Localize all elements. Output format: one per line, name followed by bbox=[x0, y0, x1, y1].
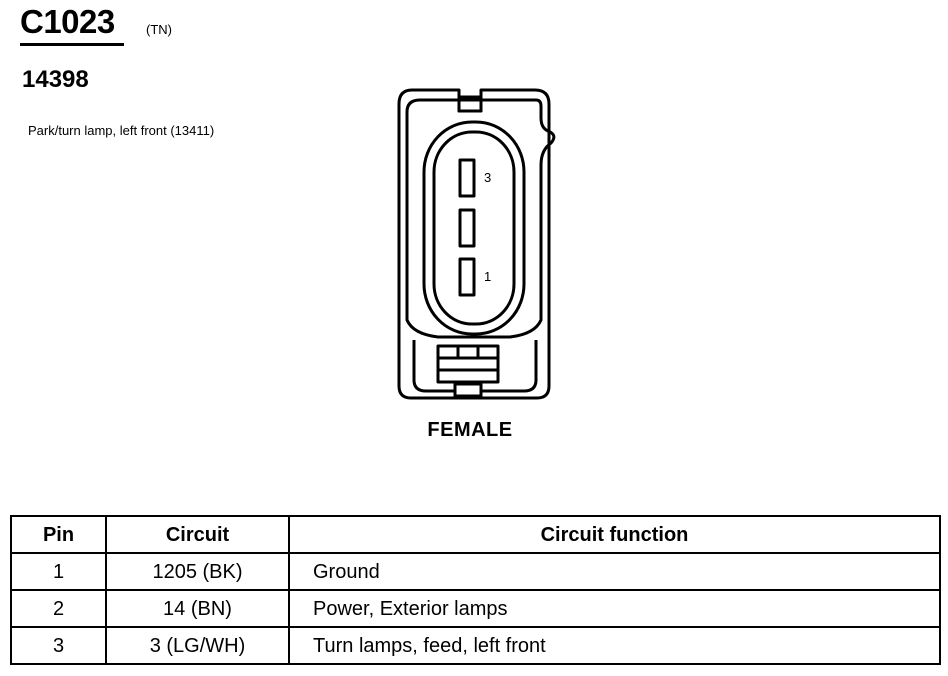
table-row: 3 3 (LG/WH) Turn lamps, feed, left front bbox=[10, 626, 941, 665]
part-number: 14398 bbox=[22, 66, 89, 93]
pin-cavity-1 bbox=[458, 257, 476, 297]
pin-cavity-3 bbox=[458, 158, 476, 198]
cavity-label-3: 3 bbox=[484, 170, 491, 185]
table-row: 1 1205 (BK) Ground bbox=[10, 552, 941, 591]
terminal-shroud-inner bbox=[432, 130, 516, 326]
table-header-row: Pin Circuit Circuit function bbox=[10, 515, 941, 554]
connector-id: C1023 bbox=[20, 3, 115, 40]
bottom-lock bbox=[436, 344, 500, 384]
pinout-table: Pin Circuit Circuit function 1 1205 (BK)… bbox=[10, 515, 941, 665]
header-circuit: Circuit bbox=[105, 515, 290, 554]
circuit-cell: 1205 (BK) bbox=[105, 552, 290, 591]
table-row: 2 14 (BN) Power, Exterior lamps bbox=[10, 589, 941, 628]
connector-housing bbox=[397, 88, 551, 400]
function-cell: Turn lamps, feed, left front bbox=[288, 626, 941, 665]
pin-cell: 3 bbox=[10, 626, 107, 665]
pin-cell: 2 bbox=[10, 589, 107, 628]
pin-cavity-2 bbox=[458, 208, 476, 248]
header-circuit-function: Circuit function bbox=[288, 515, 941, 554]
cavity-label-1: 1 bbox=[484, 269, 491, 284]
pin-cell: 1 bbox=[10, 552, 107, 591]
connector-color-code: (TN) bbox=[146, 22, 172, 37]
function-cell: Ground bbox=[288, 552, 941, 591]
connector-face-diagram: 3 1 bbox=[397, 88, 556, 400]
bottom-key bbox=[453, 382, 483, 398]
connector-id-underline bbox=[20, 43, 124, 46]
housing-inner-contour bbox=[405, 98, 556, 339]
header-pin: Pin bbox=[10, 515, 107, 554]
view-label: FEMALE bbox=[427, 419, 513, 441]
terminal-shroud-outer bbox=[422, 120, 526, 336]
circuit-cell: 3 (LG/WH) bbox=[105, 626, 290, 665]
function-cell: Power, Exterior lamps bbox=[288, 589, 941, 628]
connector-description: Park/turn lamp, left front (13411) bbox=[28, 123, 215, 138]
circuit-cell: 14 (BN) bbox=[105, 589, 290, 628]
